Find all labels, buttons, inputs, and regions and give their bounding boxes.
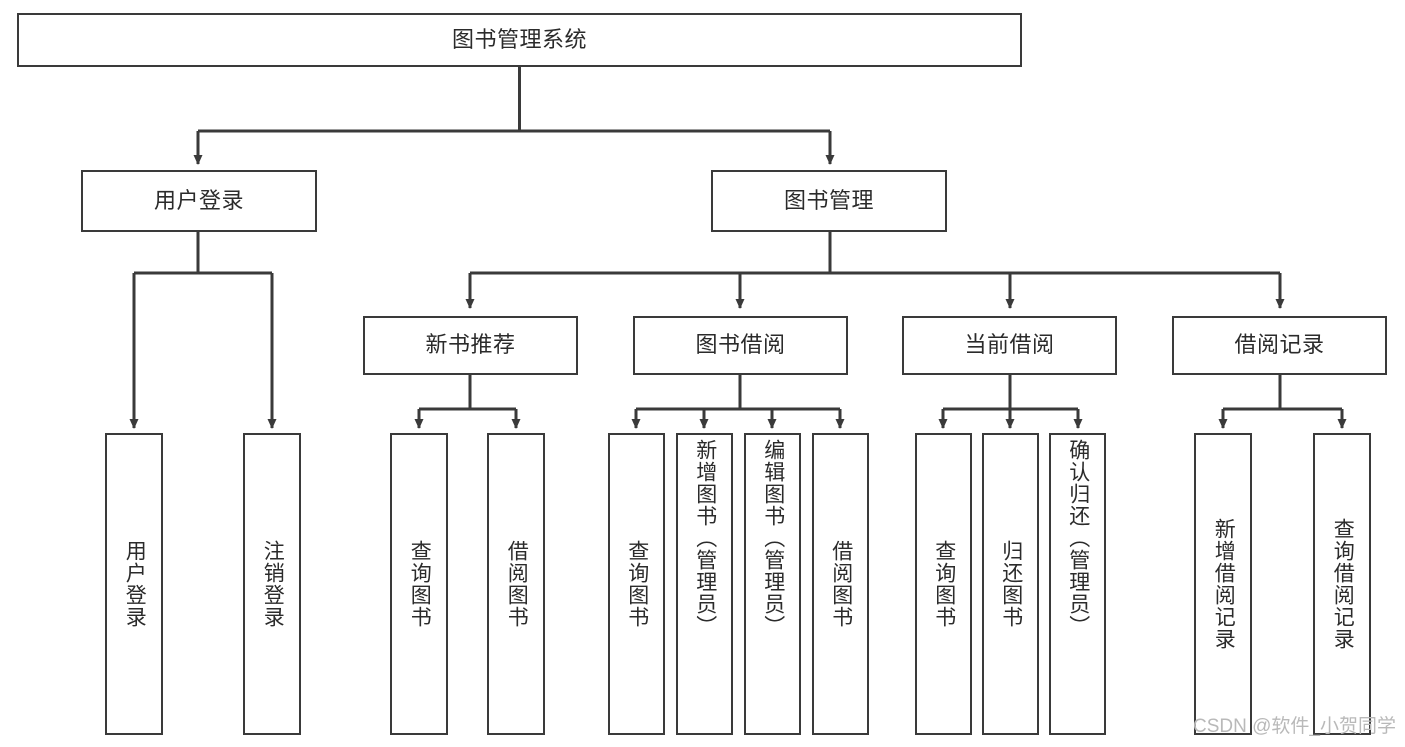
node-book-borrow[interactable]: 图书借阅	[633, 316, 848, 375]
leaf-query-borrow-record[interactable]: 查询借阅记录	[1313, 433, 1371, 735]
leaf-query-book-current[interactable]: 查询图书	[915, 433, 972, 735]
node-label: 图书管理系统	[451, 26, 587, 52]
node-label: 查询图书	[408, 540, 432, 628]
node-label: 借阅记录	[1234, 332, 1325, 358]
node-label: 新增图书（管理员）	[693, 439, 717, 637]
node-label: 当前借阅	[964, 332, 1055, 358]
leaf-borrow-book-borrow[interactable]: 借阅图书	[812, 433, 869, 735]
node-borrow-record[interactable]: 借阅记录	[1172, 316, 1387, 375]
node-label: 新书推荐	[425, 332, 516, 358]
node-new-book-recommend[interactable]: 新书推荐	[363, 316, 578, 375]
leaf-query-book-borrow[interactable]: 查询图书	[608, 433, 665, 735]
node-label: 查询图书	[932, 540, 956, 628]
leaf-add-borrow-record[interactable]: 新增借阅记录	[1194, 433, 1252, 735]
node-label: 图书借阅	[695, 332, 786, 358]
node-label: 注销登录	[261, 540, 285, 628]
node-label: 确认归还（管理员）	[1066, 439, 1090, 637]
leaf-add-book-admin[interactable]: 新增图书（管理员）	[676, 433, 733, 735]
node-book-management[interactable]: 图书管理	[711, 170, 947, 232]
leaf-query-book-recommend[interactable]: 查询图书	[390, 433, 448, 735]
node-user-login[interactable]: 用户登录	[81, 170, 317, 232]
node-root-book-management-system[interactable]: 图书管理系统	[17, 13, 1022, 67]
node-label: 图书管理	[783, 187, 874, 213]
leaf-logout[interactable]: 注销登录	[243, 433, 301, 735]
node-label: 借阅图书	[505, 540, 529, 628]
node-label: 用户登录	[123, 540, 147, 628]
node-label: 归还图书	[999, 540, 1023, 628]
node-label: 用户登录	[153, 187, 244, 213]
node-label: 新增借阅记录	[1212, 518, 1236, 650]
leaf-user-login[interactable]: 用户登录	[105, 433, 163, 735]
leaf-return-book[interactable]: 归还图书	[982, 433, 1039, 735]
node-label: 编辑图书（管理员）	[761, 439, 785, 637]
leaf-confirm-return-admin[interactable]: 确认归还（管理员）	[1049, 433, 1106, 735]
node-current-borrow[interactable]: 当前借阅	[902, 316, 1117, 375]
leaf-borrow-book-recommend[interactable]: 借阅图书	[487, 433, 545, 735]
node-label: 查询借阅记录	[1331, 518, 1355, 650]
node-label: 借阅图书	[829, 540, 853, 628]
leaf-edit-book-admin[interactable]: 编辑图书（管理员）	[744, 433, 801, 735]
node-label: 查询图书	[625, 540, 649, 628]
